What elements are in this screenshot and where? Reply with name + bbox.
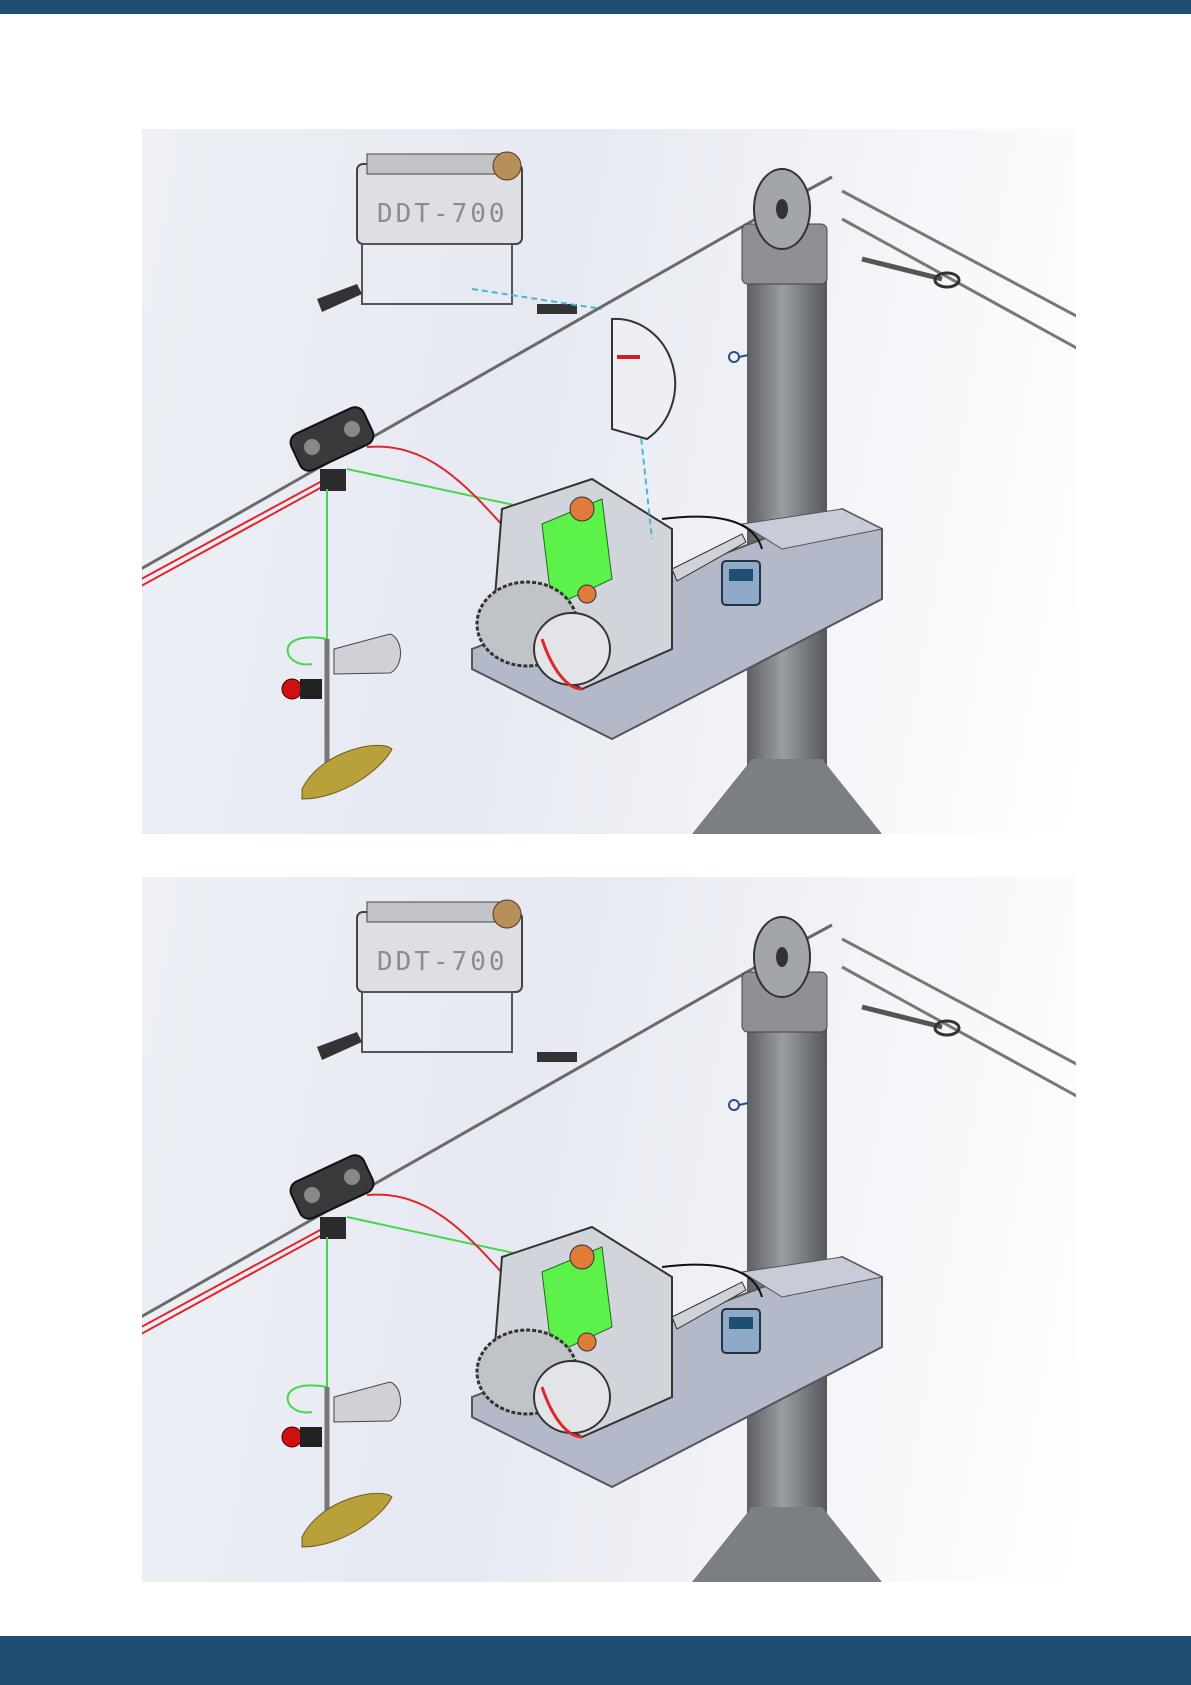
- guy-wire-lower: [842, 219, 1076, 351]
- tail-fin: [334, 1382, 401, 1422]
- guy-wire-upper: [842, 939, 1076, 1067]
- green-cable-loop: [288, 637, 327, 664]
- trolley-sheave: [320, 1217, 346, 1239]
- device-lower-frame: [362, 244, 512, 304]
- sounding-weight-icon: [302, 745, 392, 799]
- device-handle-right: [537, 1052, 577, 1062]
- control-box-icon: [722, 561, 760, 605]
- current-meter: [300, 1427, 322, 1447]
- device-top-roller: [367, 154, 502, 174]
- hanger-hook-icon: [729, 1100, 739, 1110]
- red-cable-b: [142, 487, 322, 591]
- sounding-weight-icon: [302, 1493, 392, 1547]
- cable-trolley: [287, 404, 376, 474]
- green-cable-loop: [288, 1385, 327, 1412]
- figure-panel-top: DDT-700: [142, 129, 1076, 834]
- control-box-icon: [722, 1309, 760, 1353]
- pulley-axle: [776, 947, 788, 967]
- cableway-illustration-bottom: DDT-700: [142, 877, 1076, 1582]
- red-cable-b: [142, 1235, 322, 1339]
- device-brass-wheel: [493, 152, 521, 180]
- cableway-illustration-top: DDT-700: [142, 129, 1076, 834]
- device-label: DDT-700: [377, 947, 508, 977]
- pole-base: [692, 759, 882, 834]
- device-handle-left: [317, 284, 362, 312]
- device-handle-right: [537, 304, 577, 314]
- device-handle-left: [317, 1032, 362, 1060]
- green-cable-to-drum: [347, 1217, 532, 1257]
- red-cable-a: [142, 1229, 322, 1332]
- winch-device-inset: DDT-700: [317, 900, 577, 1062]
- winch-spool-top: [570, 497, 594, 521]
- header-bar: [0, 0, 1191, 14]
- guy-wire-upper: [842, 191, 1076, 319]
- guy-wire-lower: [842, 967, 1076, 1099]
- winch-device-inset: DDT-700: [317, 152, 577, 314]
- red-cable-a: [142, 481, 322, 584]
- device-top-roller: [367, 902, 502, 922]
- current-meter: [300, 679, 322, 699]
- pole-base: [692, 1507, 882, 1582]
- footer-bar: [0, 1636, 1191, 1685]
- winch-spool-top: [570, 1245, 594, 1269]
- winch-spool-bottom: [578, 585, 596, 603]
- main-cable: [142, 952, 782, 1322]
- propeller-rotor: [282, 1427, 302, 1447]
- device-label: DDT-700: [377, 199, 508, 229]
- green-cable-to-drum: [347, 469, 532, 509]
- winch-spool-bottom: [578, 1333, 596, 1351]
- cable-trolley: [287, 1152, 376, 1222]
- device-lower-frame: [362, 992, 512, 1052]
- device-brass-wheel: [493, 900, 521, 928]
- propeller-rotor: [282, 679, 302, 699]
- figure-panel-bottom: DDT-700: [142, 877, 1076, 1582]
- hanger-hook-icon: [729, 352, 739, 362]
- detail-inset: [612, 319, 675, 439]
- main-cable: [142, 204, 782, 574]
- tail-fin: [334, 634, 401, 674]
- pulley-axle: [776, 199, 788, 219]
- trolley-sheave: [320, 469, 346, 491]
